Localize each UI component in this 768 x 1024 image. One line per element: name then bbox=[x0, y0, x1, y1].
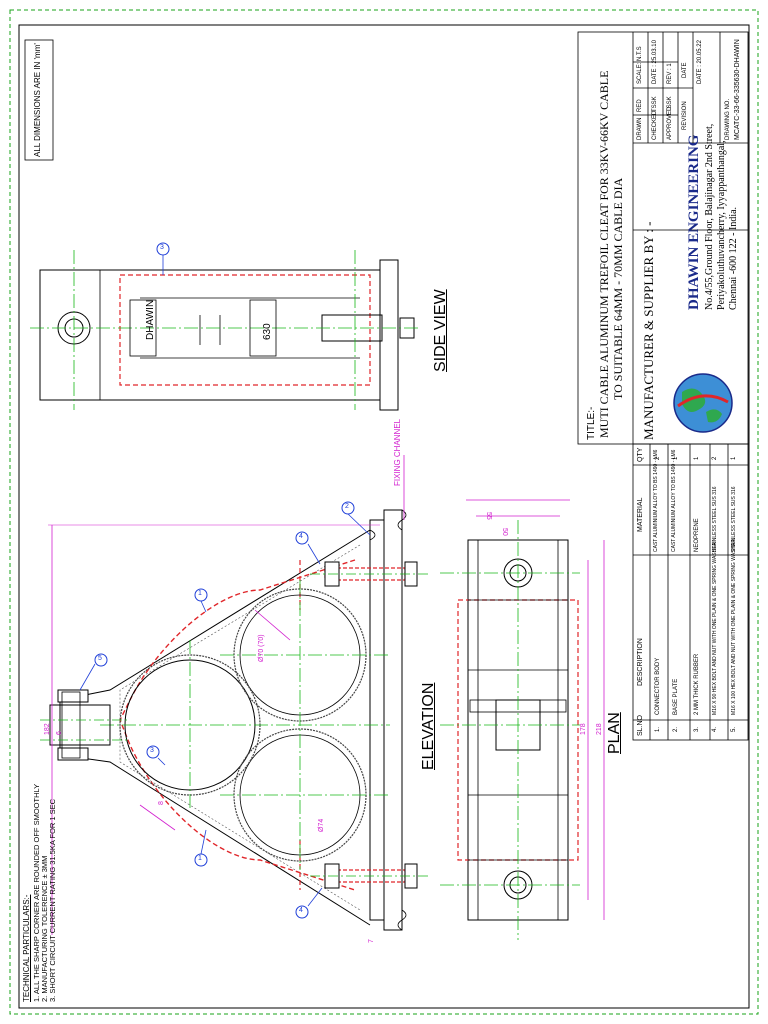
title-line-1: MUTI CABLE ALUMINUM TREFOIL CLEAT FOR 33… bbox=[597, 70, 611, 438]
drawn-by: RED bbox=[637, 99, 643, 112]
balloon-leaders bbox=[79, 255, 371, 907]
bom-row2-desc: BASE PLATE bbox=[673, 678, 679, 715]
dim-182: 182 bbox=[44, 723, 51, 735]
dimension-note-box bbox=[24, 39, 54, 161]
bom-row3-material: NEOPRENE bbox=[694, 518, 700, 552]
bom-row4-desc: M16 X 90 HEX BOLT AND NUT WITH ONE PLAIN… bbox=[712, 541, 718, 715]
dim-6: 6 bbox=[56, 731, 63, 735]
balloon-1-top: 1 bbox=[198, 590, 202, 597]
dim-50: 50 bbox=[501, 528, 508, 536]
date-2: DATE : 20.05.22 bbox=[697, 40, 703, 84]
company-name: DHAWIN ENGINEERING bbox=[686, 134, 702, 310]
dim-7: 7 bbox=[368, 939, 375, 943]
dim-218: 218 bbox=[596, 723, 603, 735]
bom-row4-slno: 4. bbox=[712, 726, 718, 732]
technical-line-3: 3. SHORT CIRCUIT CURRENT RATING 31.5KA F… bbox=[48, 798, 57, 1002]
stamp-text: DHAWIN bbox=[145, 299, 156, 340]
bom-row2-qty: 1 bbox=[673, 456, 679, 460]
checked-label: CHECKED bbox=[652, 110, 658, 140]
bom-table bbox=[632, 443, 749, 741]
title-line-2: TO SUITABLE 64MM - 70MM CABLE DIA bbox=[611, 177, 625, 400]
balloon-5: 5 bbox=[98, 655, 102, 662]
bom-row1-qty: 2 bbox=[655, 456, 661, 460]
side-view-title: SIDE VIEW bbox=[432, 289, 449, 372]
stamp-number: 630 bbox=[262, 323, 273, 340]
sheet-border bbox=[9, 9, 759, 1015]
bom-row4-qty: 2 bbox=[712, 456, 718, 460]
fixing-channel-label: FIXING CHANNEL bbox=[393, 418, 402, 486]
title-label: TITLE:- bbox=[586, 406, 597, 440]
balloon-3-side: 3 bbox=[160, 244, 164, 251]
drawing-frame bbox=[18, 24, 750, 1009]
drawing-no: MCATC-33-66-335630-DHAWIN bbox=[734, 39, 741, 140]
bom-header-description: DESCRIPTION bbox=[637, 638, 644, 686]
bom-row2-material: CAST ALUMINIUM ALLOY TO BS 1490 - LM6 bbox=[671, 449, 677, 552]
dim-55: 55 bbox=[485, 512, 492, 520]
dimension-note: ALL DIMENSIONS ARE IN 'mm' bbox=[33, 43, 42, 157]
item-balloons bbox=[94, 242, 355, 919]
dim-dia70: Ø70 (70) bbox=[258, 634, 265, 662]
dim-8: 8 bbox=[158, 801, 165, 805]
bom-header-material: MATERIAL bbox=[637, 497, 644, 533]
drawing-no-label: DRAWING NO. bbox=[725, 98, 731, 140]
balloon-3: 3 bbox=[150, 747, 154, 754]
bom-row1-slno: 1. bbox=[655, 726, 661, 732]
address-line-1: No.4/55,Ground Floor, Balajinagar 2nd St… bbox=[704, 123, 715, 310]
plan-view bbox=[440, 499, 605, 940]
bom-header-slno: SL.NO bbox=[637, 714, 644, 736]
address-line-2: Periyakoluthuvancherry, Iyyappanthangal, bbox=[716, 140, 727, 310]
elevation-view bbox=[40, 455, 430, 935]
balloon-2: 2 bbox=[345, 503, 349, 510]
company-logo bbox=[673, 373, 733, 433]
dim-178: 178 bbox=[580, 723, 587, 735]
address-line-3: Chennai -600 122 - India. bbox=[728, 206, 739, 310]
bom-row1-desc: CONNECTOR BODY bbox=[655, 657, 661, 715]
balloon-1-bottom: 1 bbox=[198, 855, 202, 862]
approved-by: TSSK bbox=[667, 96, 673, 112]
date-1: DATE : 25.03.10 bbox=[652, 40, 658, 84]
bom-row5-slno: 5. bbox=[731, 726, 737, 732]
bom-row2-slno: 2. bbox=[673, 726, 679, 732]
elevation-title: ELEVATION bbox=[420, 682, 437, 770]
bom-row5-desc: M16 X 100 HEX BOLT AND NUT WITH ONE PLAI… bbox=[731, 539, 737, 715]
date-label: DATE bbox=[682, 62, 688, 78]
bom-row3-qty: 1 bbox=[694, 456, 700, 460]
manufacturer-label: MANUFACTURER & SUPPLIER BY : - bbox=[641, 221, 656, 441]
bom-row4-material: STAINLESS STEEL SUS 316 bbox=[712, 486, 718, 552]
bom-row3-desc: 2 MM THICK RUBBER bbox=[694, 653, 700, 715]
bom-row1-material: CAST ALUMINIUM ALLOY TO BS 1490 - LM6 bbox=[653, 449, 659, 552]
drawn-label: DRAWN bbox=[637, 117, 643, 140]
scale-value: SCALE: N.T.S bbox=[637, 46, 643, 84]
bom-header-qty: QTY bbox=[637, 447, 644, 462]
rev-value: REV : 1 bbox=[667, 63, 673, 84]
dim-dia74: Ø74 bbox=[318, 818, 325, 832]
checked-by: TSSK bbox=[652, 96, 658, 112]
plan-title: PLAN bbox=[606, 712, 623, 754]
bom-row5-qty: 1 bbox=[731, 456, 737, 460]
balloon-4-bottom: 4 bbox=[299, 907, 303, 914]
balloon-4-top: 4 bbox=[299, 533, 303, 540]
side-view bbox=[30, 250, 420, 411]
revision-label: REVISION bbox=[682, 101, 688, 130]
technical-heading: TECHNICAL PARTICULARS:- bbox=[22, 894, 31, 1002]
bom-row3-slno: 3. bbox=[694, 726, 700, 732]
bom-row5-material: STAINLESS STEEL SUS 316 bbox=[731, 486, 737, 552]
